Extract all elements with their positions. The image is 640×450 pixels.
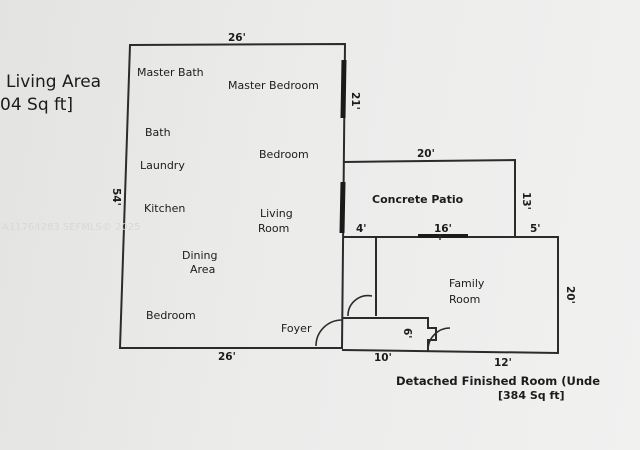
room-label-living: Living [260, 207, 293, 220]
living-area-title: Living Area [6, 72, 102, 92]
room-label-master-bath: Master Bath [137, 66, 204, 79]
window-bar-living [339, 181, 346, 234]
dim-bottom-right: 12' [494, 357, 512, 369]
detached-room-sqft: [384 Sq ft] [498, 389, 565, 402]
window-bar-master [340, 59, 347, 119]
detached-room-caption: Detached Finished Room (Unde [396, 374, 601, 388]
room-label-living-room: Room [258, 222, 290, 235]
foyer-box [342, 317, 437, 351]
patio-wall [342, 158, 516, 236]
room-label-family: Family [449, 277, 485, 290]
room-label-dining-area: Area [190, 263, 216, 276]
dim-master-height: 21' [349, 92, 361, 110]
room-label-laundry: Laundry [140, 159, 185, 172]
dim-left-height: 54' [110, 188, 122, 206]
dim-gap-right: 5' [530, 223, 541, 235]
dim-bottom-width: 26' [218, 351, 236, 363]
room-label-bedroom-upper: Bedroom [259, 148, 309, 161]
watermark-text: A11764283 SEFMLS© 2025 [2, 222, 141, 233]
room-label-kitchen: Kitchen [144, 202, 186, 215]
door-swing-closet [347, 294, 373, 317]
room-label-master-bedroom: Master Bedroom [228, 79, 319, 92]
dim-bottom-mid: 10' [374, 352, 392, 364]
main-house-wall [118, 42, 347, 349]
room-label-foyer: Foyer [281, 322, 312, 335]
dim-family-top: 16' [434, 223, 452, 235]
room-label-concrete-patio: Concrete Patio [372, 193, 464, 206]
dim-gap-left: 4' [356, 223, 367, 235]
dim-patio-height: 13' [520, 192, 532, 210]
living-area-sqft: 04 Sq ft] [0, 95, 74, 115]
dim-family-height: 20' [564, 286, 576, 304]
dim-foyer-height: 6' [401, 328, 413, 339]
door-swing-foyer [315, 319, 343, 347]
room-label-family-room: Room [449, 293, 481, 306]
door-swing-detached [427, 327, 451, 351]
dim-top-width: 26' [228, 32, 246, 44]
room-label-bedroom-lower: Bedroom [146, 309, 196, 322]
room-label-bath: Bath [145, 126, 171, 139]
room-label-dining: Dining [182, 249, 218, 262]
dim-patio-width: 20' [417, 148, 435, 160]
